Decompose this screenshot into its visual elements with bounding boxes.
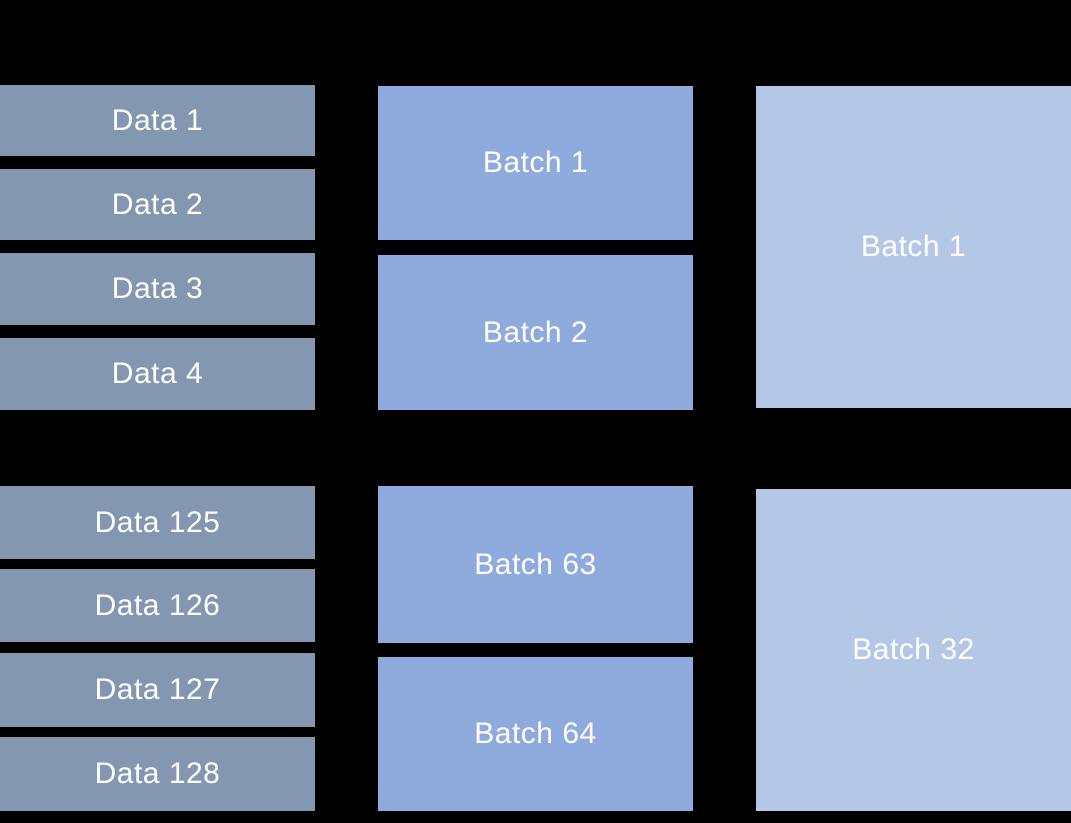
batch-node-2: Batch 2 bbox=[378, 255, 693, 410]
data-node-3: Data 3 bbox=[0, 253, 315, 325]
merged-batch-node-top: Batch 1 bbox=[756, 86, 1071, 408]
merged-batch-node-bottom: Batch 32 bbox=[756, 489, 1071, 811]
data-node-126: Data 126 bbox=[0, 569, 315, 642]
data-node-128: Data 128 bbox=[0, 737, 315, 811]
batch-node-64: Batch 64 bbox=[378, 657, 693, 811]
data-node-2: Data 2 bbox=[0, 169, 315, 240]
batch-node-63: Batch 63 bbox=[378, 486, 693, 643]
batch-node-1: Batch 1 bbox=[378, 86, 693, 240]
data-node-125: Data 125 bbox=[0, 486, 315, 559]
data-node-127: Data 127 bbox=[0, 653, 315, 727]
data-node-1: Data 1 bbox=[0, 85, 315, 156]
data-node-4: Data 4 bbox=[0, 338, 315, 410]
